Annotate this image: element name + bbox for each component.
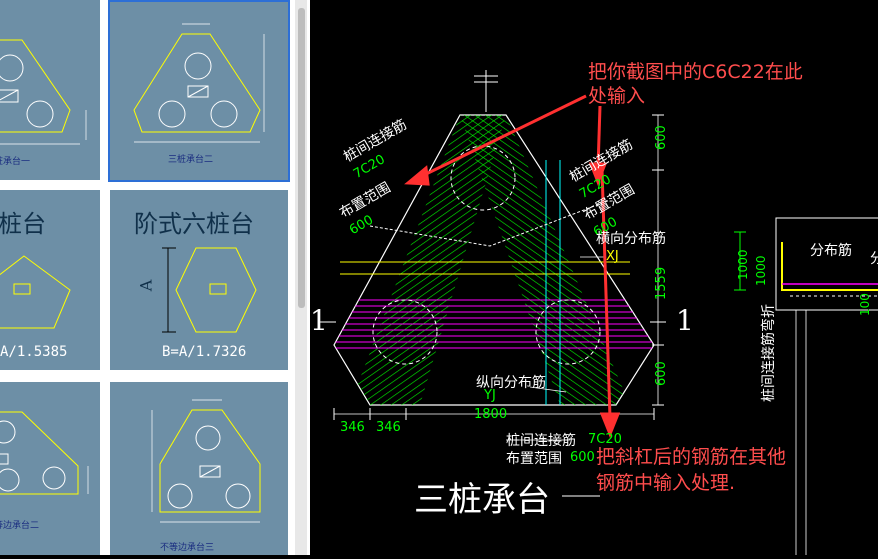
annotation-bottom-line2: 钢筋中输入处理. (596, 472, 736, 494)
template-thumbnail-panel: 桩承台一 三桩承台二 五桩台 A/1.5385 阶式六桩台 (0, 0, 310, 555)
thumbnail-caption: 等边承台二 (0, 521, 40, 531)
thumbnail-pile-cap-1-drawing (0, 39, 87, 145)
thumbnail-five-pile-drawing (0, 255, 71, 329)
annotation-bottom-line1: 把斜杠后的钢筋在其他 (596, 446, 787, 468)
thumbnail-stepped-six-pile-cap[interactable]: 阶式六桩台 A B=A/1.7326 (110, 190, 288, 370)
pile-link-label-bottom: 桩间连接筋 (506, 433, 576, 449)
section-dim-1000-b: 1000 (754, 255, 768, 286)
cad-drawing-canvas[interactable]: 1 1 桩间连接筋 7C20 布置范围 600 桩间连接筋 7C20 布置范围 … (310, 0, 878, 555)
dim-right-mid: 1559 (654, 266, 669, 300)
annotation-top-note: 把你截图中的C6C22在此 处输入 (588, 60, 803, 108)
section-view-outline (775, 217, 878, 311)
thumbnail-three-pile-cap-2-drawing (133, 23, 265, 143)
annotation-top-line1: 把你截图中的C6C22在此 (588, 61, 803, 83)
thumbnail-caption: 三桩承台二 (168, 155, 214, 165)
section-vertical-label: 桩间连接筋弯折 (761, 304, 777, 402)
thumbnail-equal-side-cap-2[interactable]: 等边承台二 (0, 382, 100, 555)
annotation-bottom-note: 把斜杠后的钢筋在其他 钢筋中输入处理. (596, 444, 786, 496)
section-dim-100: 100 (858, 293, 872, 316)
thumbnail-formula: B=A/1.7326 (162, 344, 247, 360)
thumbnail-title: 五桩台 (0, 210, 46, 238)
thumbnail-unequal-side-drawing (151, 399, 261, 523)
thumbnail-unequal-side-cap-3[interactable]: 不等边承台三 (110, 382, 288, 555)
dim-right-bottom: 600 (654, 361, 669, 386)
dim-right-top: 600 (654, 125, 669, 150)
yj-label: YJ (484, 388, 496, 403)
xj-label: XJ (606, 249, 619, 264)
annotation-top-line2: 处输入 (588, 85, 646, 107)
section-rebar-label-cut: 分 (870, 251, 878, 267)
pile-link-spec-bottom: 7C20 (588, 432, 622, 447)
thumbnail-caption: 不等边承台三 (160, 543, 215, 553)
range-label-bottom: 布置范围 (506, 451, 562, 467)
section-mark-right: 1 (676, 304, 694, 337)
section-rebar-label: 分布筋 (810, 243, 852, 259)
section-dim-1000-a: 1000 (736, 249, 750, 280)
thumbnail-axis-label: A (136, 279, 156, 292)
vertical-dist-label: 纵向分布筋 (476, 375, 546, 391)
thumbnail-scrollbar-thumb[interactable] (298, 8, 305, 308)
thumbnail-equal-side-drawing (0, 411, 89, 495)
thumbnail-five-pile-cap[interactable]: 五桩台 A/1.5385 (0, 190, 100, 370)
thumbnail-three-pile-cap-2[interactable]: 三桩承台二 (108, 0, 290, 182)
range-value-bottom: 600 (570, 450, 595, 465)
horizontal-dist-label: 横向分布筋 (596, 231, 666, 247)
dim-bottom-left-b: 346 (376, 420, 401, 435)
pile-left (372, 299, 438, 365)
pile-right (535, 299, 601, 365)
dim-bottom-left-a: 346 (340, 420, 365, 435)
thumbnail-pile-cap-1[interactable]: 桩承台一 (0, 0, 100, 180)
cad-drawing-geometry (320, 70, 878, 555)
section-mark-left: 1 (310, 304, 328, 337)
dim-bottom-total: 1800 (474, 407, 508, 422)
thumbnail-hexagon-drawing (162, 247, 257, 333)
thumbnail-title: 阶式六桩台 (134, 210, 254, 238)
drawing-title: 三桩承台 (414, 480, 550, 520)
thumbnail-formula: A/1.5385 (0, 344, 68, 360)
thumbnail-caption: 桩承台一 (0, 157, 31, 167)
